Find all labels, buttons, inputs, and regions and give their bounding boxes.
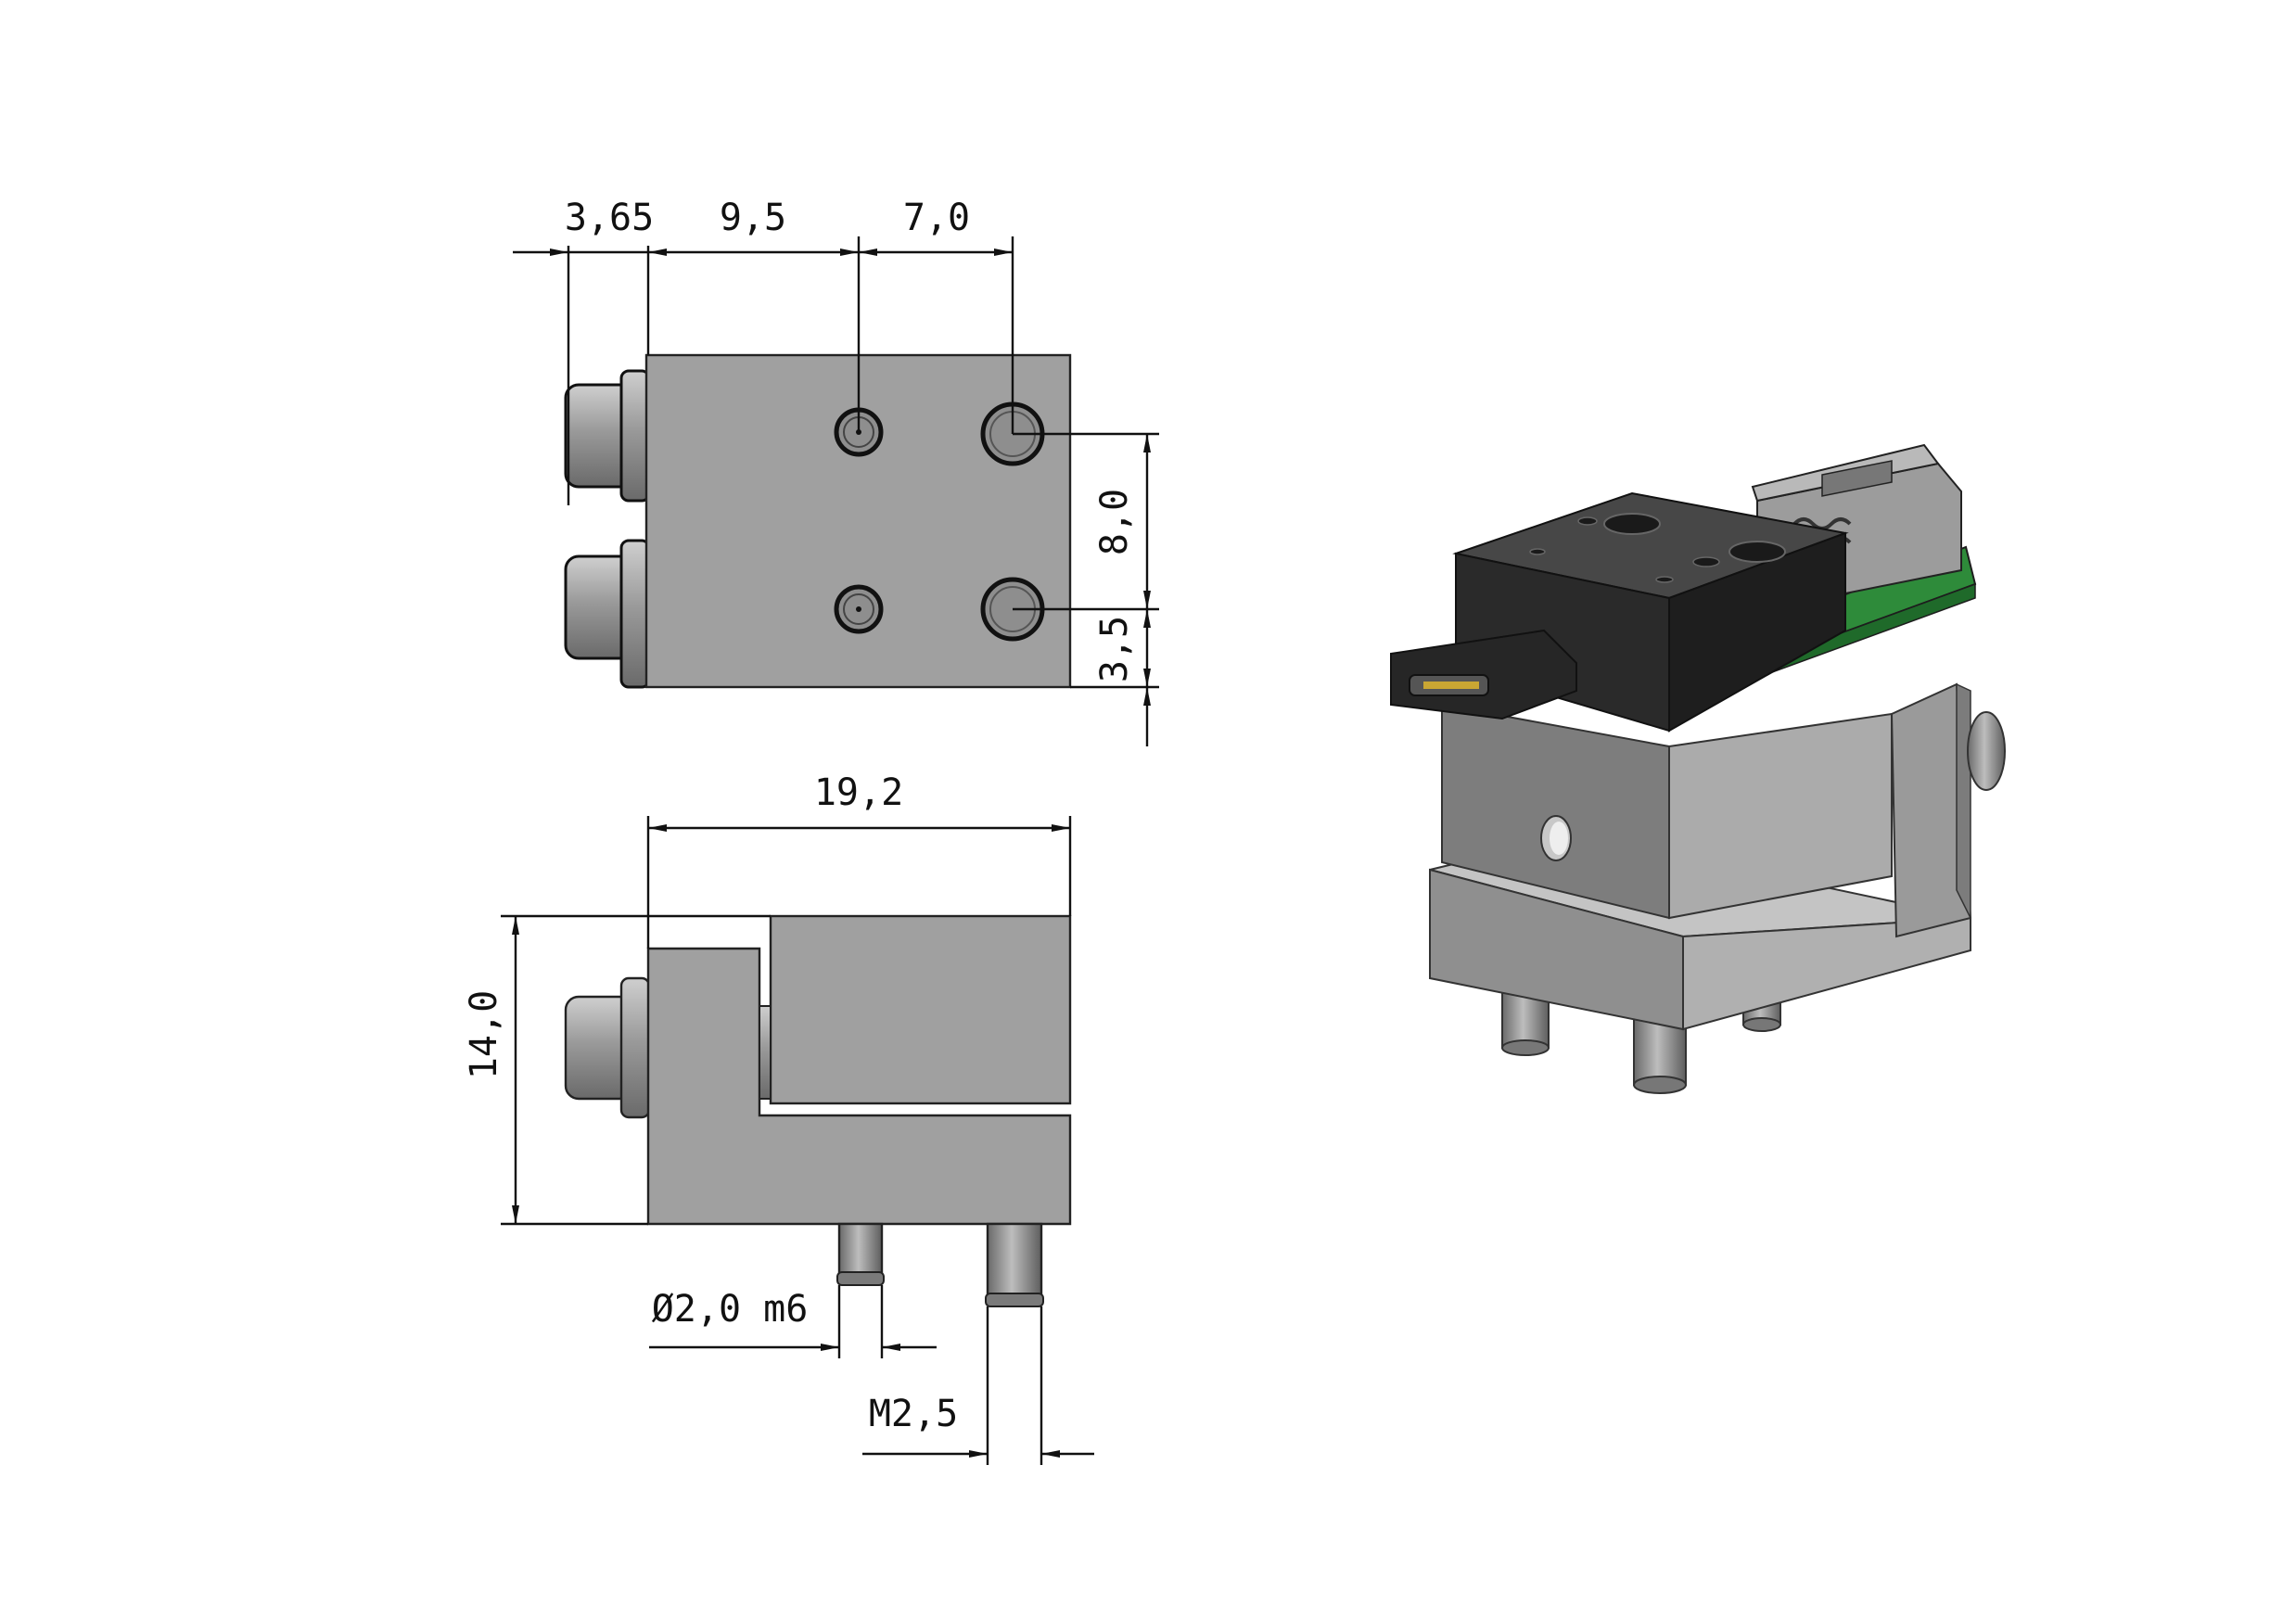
top-view-hole-small-2 xyxy=(834,584,884,634)
dim-7-0: 7,0 xyxy=(903,197,970,239)
side-view-upper-block xyxy=(769,914,1072,1105)
dim-9-5: 9,5 xyxy=(720,197,786,239)
side-view-bottom-pin-thread xyxy=(985,1222,1044,1307)
dim-3-5: 3,5 xyxy=(1093,616,1136,682)
iso-main-block xyxy=(1441,703,1893,920)
dim-19-2: 19,2 xyxy=(814,771,903,814)
iso-plug xyxy=(1390,629,1577,720)
dim-8-0: 8,0 xyxy=(1093,489,1136,555)
iso-upright xyxy=(1890,682,2006,938)
side-view: 19,2 14,0 Ø2,0 m6 M2,5 xyxy=(463,771,1094,1465)
side-view-dowel xyxy=(759,1005,772,1100)
top-view-pin-lower xyxy=(564,539,651,689)
iso-dark-block xyxy=(1452,491,1849,733)
dim-14-0: 14,0 xyxy=(463,990,505,1079)
isometric-view xyxy=(1390,443,2006,1094)
top-view-pin-upper xyxy=(564,369,651,503)
dim-thread: M2,5 xyxy=(869,1393,958,1435)
side-view-bottom-pin-small xyxy=(836,1222,885,1286)
dim-pin-diameter: Ø2,0 m6 xyxy=(652,1288,809,1331)
side-view-pin xyxy=(564,976,651,1119)
dim-3-65: 3,65 xyxy=(565,197,654,239)
top-view: 3,65 9,5 7,0 8,0 3,5 xyxy=(513,197,1159,746)
